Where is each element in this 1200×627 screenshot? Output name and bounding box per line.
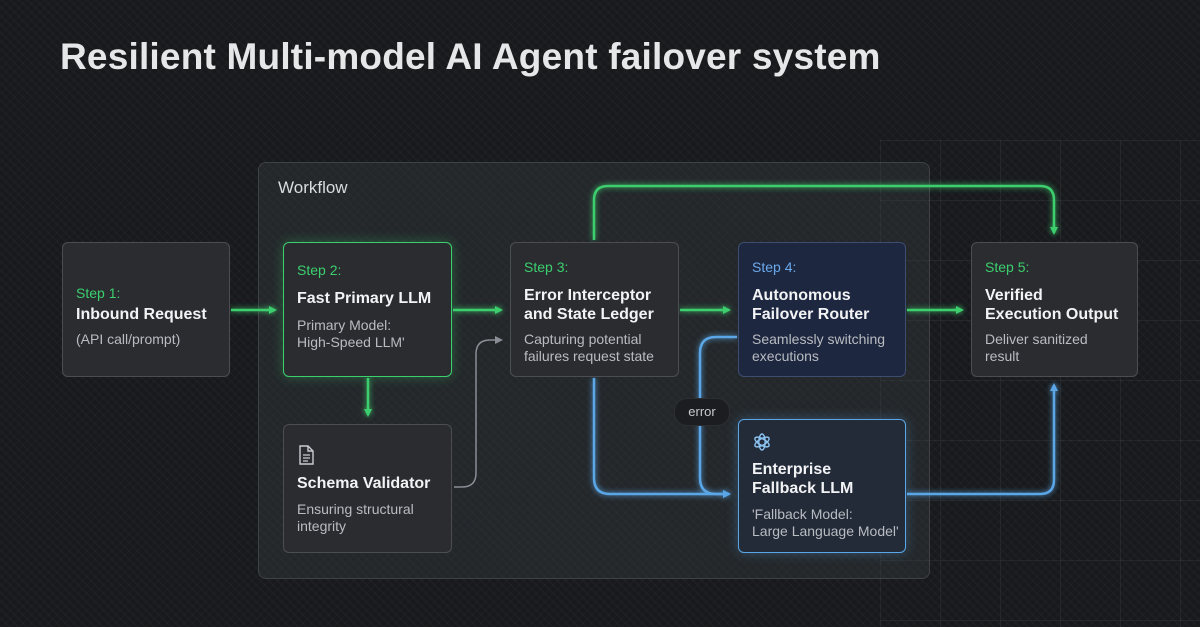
background-grid <box>880 140 1200 627</box>
node-description-line2: Large Language Model' <box>752 523 899 539</box>
node-description-line1: 'Fallback Model: <box>752 506 853 522</box>
node-description-line2: failures request state <box>524 348 654 364</box>
node-schema-validator: Schema Validator Ensuring structural int… <box>283 424 452 553</box>
step-label: Step 3: <box>524 259 569 275</box>
edge-validator-step3 <box>454 336 503 488</box>
edge-step3-fallback <box>592 378 731 498</box>
edge-fallback-step5 <box>907 383 1058 496</box>
node-title-line1: Enterprise <box>752 461 832 478</box>
step-label: Step 1: <box>76 285 121 301</box>
node-description-line1: Ensuring structural <box>297 501 414 517</box>
node-verified-output: Step 5: Verified Execution Output Delive… <box>971 242 1138 377</box>
node-title: Inbound Request <box>76 306 207 323</box>
step-label: Step 4: <box>752 259 797 275</box>
node-description-line1: Deliver sanitized <box>985 331 1088 347</box>
openai-logo-icon <box>754 433 770 451</box>
node-title-line2: Fallback LLM <box>752 480 854 497</box>
node-title-line2: and State Ledger <box>524 306 654 323</box>
node-description-line2: integrity <box>297 518 347 534</box>
node-description-line1: Seamlessly switching <box>752 331 886 347</box>
document-icon <box>299 445 314 465</box>
page-title: Resilient Multi-model AI Agent failover … <box>60 36 881 77</box>
node-description-line1: Capturing potential <box>524 331 642 347</box>
edge-step3-step5-bypass <box>592 184 1058 240</box>
node-description-line1: Primary Model: <box>297 317 392 333</box>
workflow-label: Workflow <box>278 178 348 197</box>
node-title-line1: Autonomous <box>752 287 851 304</box>
node-title-line1: Verified <box>985 287 1043 304</box>
node-description-line2: High-Speed LLM' <box>297 334 405 350</box>
step-label: Step 5: <box>985 259 1030 275</box>
node-description-line2: result <box>985 348 1020 364</box>
node-error-interceptor: Step 3: Error Interceptor and State Ledg… <box>510 242 679 377</box>
node-failover-router: Step 4: Autonomous Failover Router Seaml… <box>738 242 906 377</box>
node-description: (API call/prompt) <box>76 331 181 347</box>
node-title-line2: Execution Output <box>985 306 1119 323</box>
node-title: Schema Validator <box>297 475 431 492</box>
step-label: Step 2: <box>297 262 342 278</box>
node-description-line2: executions <box>752 348 819 364</box>
node-inbound-request: Step 1: Inbound Request (API call/prompt… <box>62 242 230 377</box>
node-title: Fast Primary LLM <box>297 290 432 307</box>
node-title-line2: Failover Router <box>752 306 870 323</box>
error-edge-label: error <box>674 398 730 426</box>
node-enterprise-fallback-llm: Enterprise Fallback LLM 'Fallback Model:… <box>738 419 906 553</box>
node-fast-primary-llm: Step 2: Fast Primary LLM Primary Model: … <box>283 242 452 377</box>
node-title-line1: Error Interceptor <box>524 287 652 304</box>
